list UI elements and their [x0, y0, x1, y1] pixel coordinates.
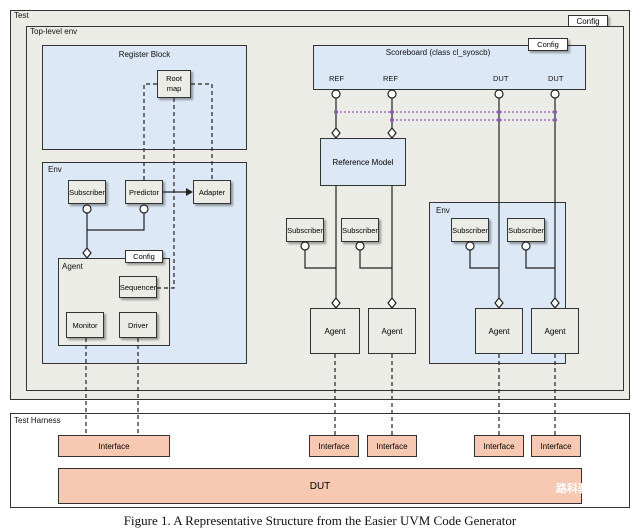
left-subscriber: Subscriber: [68, 180, 106, 204]
mid-agent-2-label: Agent: [381, 326, 403, 336]
test-config-label: Config: [576, 17, 600, 26]
scoreboard-port-ref-1: REF: [329, 74, 344, 83]
root-map: Root map: [157, 70, 191, 98]
interface-5-label: Interface: [540, 441, 572, 451]
driver-label: Driver: [128, 320, 148, 330]
predictor-port: [139, 204, 149, 214]
right-subscriber-2-line: [525, 250, 555, 269]
mid-subscriber-2-line: [359, 250, 392, 269]
junction-dot-7: [553, 118, 557, 122]
figure-caption: Figure 1. A Representative Structure fro…: [123, 513, 517, 528]
interface-3: Interface: [367, 435, 417, 457]
scoreboard-config-label: Config: [537, 40, 559, 49]
predictor: Predictor: [125, 180, 163, 204]
reference-model-label: Reference Model: [332, 157, 394, 167]
mid-agent-2-diamond: [387, 297, 397, 309]
junction-dot-5: [497, 118, 501, 122]
mid-agent-1-label: Agent: [324, 326, 346, 336]
interface-4: Interface: [474, 435, 524, 457]
mid-subscriber-2-label: Subscriber: [342, 225, 378, 235]
mid-subscriber-1-line: [304, 250, 336, 269]
left-env-label: Env: [48, 165, 62, 174]
mid-subscriber-1: Subscriber: [286, 218, 324, 242]
right-agent-1-diamond: [494, 297, 504, 309]
reference-model: Reference Model: [320, 138, 406, 186]
interface-4-label: Interface: [483, 441, 515, 451]
test-label: Test: [14, 11, 29, 20]
interface-1: Interface: [58, 435, 170, 457]
right-agent-1-label: Agent: [488, 326, 510, 336]
scoreboard-port-ref-2: REF: [383, 74, 398, 83]
watermark: 路科验证: [556, 483, 600, 495]
interface-2: Interface: [309, 435, 359, 457]
right-subscriber-1-line: [469, 250, 499, 269]
root-map-label: Root map: [166, 74, 182, 93]
predictor-label: Predictor: [128, 187, 159, 197]
junction-dot-3: [390, 118, 394, 122]
junction-dot-4: [497, 110, 501, 114]
interface-2-label: Interface: [318, 441, 350, 451]
agent-config-label: Config: [133, 252, 155, 261]
right-agent-2-diamond: [550, 297, 560, 309]
scoreboard: [313, 45, 586, 90]
right-env-label: Env: [436, 206, 450, 215]
root-map-to-predictor-line: [143, 83, 157, 180]
right-subscriber-1-label: Subscriber: [452, 225, 488, 235]
junction-dot-1: [334, 110, 338, 114]
scoreboard-port-dut-1: DUT: [493, 74, 509, 83]
scoreboard-label: Scoreboard (class cl_syoscb): [385, 48, 491, 57]
junction-dot-6: [553, 110, 557, 114]
right-subscriber-1-port: [465, 241, 475, 251]
right-agent-2: Agent: [531, 308, 579, 354]
scoreboard-config: Config: [528, 38, 568, 51]
sequencer-label: Sequencer: [119, 282, 157, 292]
predictor-to-adapter-arrow: [186, 188, 193, 196]
junction-dot-2: [390, 110, 394, 114]
root-map-to-sequencer-line: [157, 98, 175, 289]
refmodel-in-diamond-1: [331, 127, 341, 139]
driver: Driver: [119, 312, 157, 338]
sequencer: Sequencer: [119, 276, 157, 298]
left-subscriber-port: [82, 204, 92, 214]
interface-3-label: Interface: [376, 441, 408, 451]
mid-agent-1-diamond: [331, 297, 341, 309]
dut-port-2: [550, 89, 560, 99]
ref-port-2: [387, 89, 397, 99]
mid-subscriber-2-port: [355, 241, 365, 251]
register-block-label: Register Block: [118, 50, 171, 59]
adapter: Adapter: [193, 180, 231, 204]
root-map-to-adapter-line: [191, 83, 213, 180]
top-level-env-label: Top-level env: [30, 27, 78, 36]
right-agent-2-label: Agent: [544, 326, 566, 336]
ref-port-1: [331, 89, 341, 99]
scoreboard-port-dut-2: DUT: [548, 74, 564, 83]
left-subscriber-label: Subscriber: [69, 187, 105, 197]
monitor-label: Monitor: [72, 320, 98, 330]
interface-1-label: Interface: [98, 441, 130, 451]
dut-port-1: [494, 89, 504, 99]
agent-config: Config: [125, 250, 163, 263]
left-agent-diamond: [82, 247, 92, 259]
refmodel-in-diamond-2: [387, 127, 397, 139]
adapter-label: Adapter: [198, 187, 226, 197]
right-subscriber-2-label: Subscriber: [508, 225, 544, 235]
mid-agent-2: Agent: [368, 308, 416, 354]
test-harness-label: Test Harness: [14, 416, 61, 425]
left-subscriber-line: [86, 213, 145, 231]
mid-subscriber-1-label: Subscriber: [287, 225, 323, 235]
left-agent-label: Agent: [62, 262, 83, 271]
mid-subscriber-1-port: [300, 241, 310, 251]
dut-block: DUT: [58, 468, 582, 504]
right-agent-1: Agent: [475, 308, 523, 354]
mid-agent-1: Agent: [310, 308, 360, 354]
dut-label: DUT: [309, 480, 331, 492]
interface-5: Interface: [531, 435, 581, 457]
right-subscriber-2-port: [521, 241, 531, 251]
monitor: Monitor: [66, 312, 104, 338]
